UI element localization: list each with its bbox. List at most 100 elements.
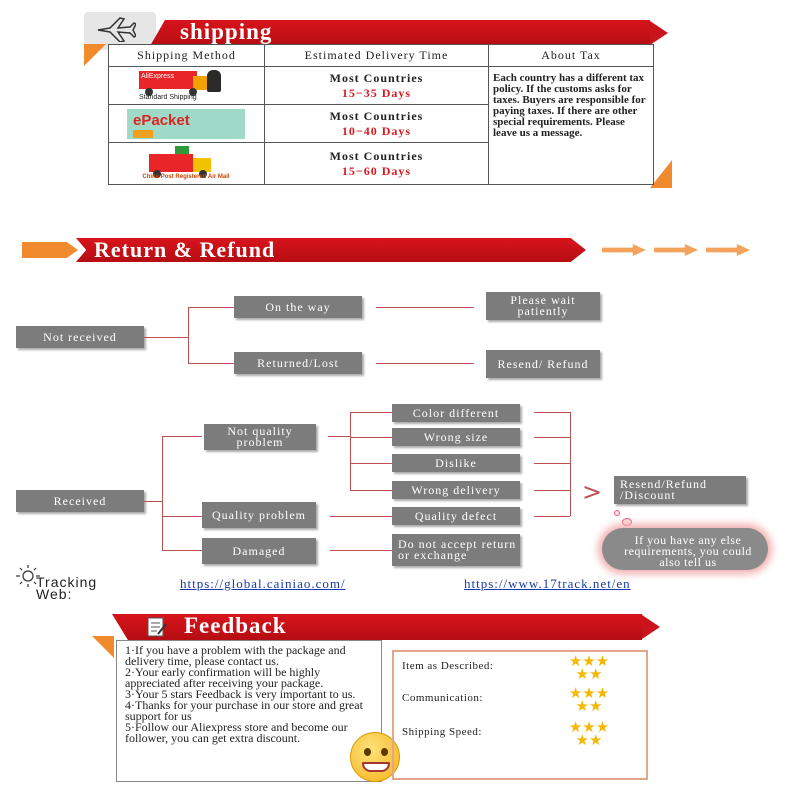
connector-line [350,437,392,438]
else-requirements-text: If you have any else requirements, you c… [624,533,752,569]
received-box: Received [16,490,144,512]
delivery-cell: Most Countries 10−40 Days [264,104,489,143]
china-post-icon [175,145,189,154]
thought-bubble [602,528,768,570]
delivery-cell: Most Countries 15−60 Days [264,142,489,185]
table-row: AliExpress Standard Shipping Most Countr… [108,66,654,185]
shipping-table: Shipping Method Estimated Delivery Time … [108,44,654,185]
delivery-days: 15−60 Days [341,163,412,178]
refund-banner: Return & Refund [76,238,586,262]
not-received-box: Not received [16,326,144,348]
feedback-item: 1·If you have a problem with the package… [125,643,346,668]
red-truck-icon [149,153,193,172]
thought-bubble-dot [622,518,632,526]
table-row: ePacket Most Countries 10−40 Days [108,104,654,143]
aliexpress-truck-icon: AliExpress [139,70,197,89]
connector-line [330,550,392,551]
notepad-icon [147,617,167,637]
returned-lost-box: Returned/Lost [234,352,362,374]
table-row: China Post Registered Air Mail Most Coun… [108,142,654,185]
connector-line [534,412,570,413]
connector-line [534,437,570,438]
five-star-rating-icon: ★★★★★ [568,686,610,715]
five-star-rating-icon: ★★★★★ [568,654,610,683]
damaged-box: Damaged [202,538,316,564]
resend-refund-discount-box: Resend/Refund /Discount [614,476,746,504]
connector-line [534,516,570,517]
smiley-emoji-icon [350,732,400,782]
wrong-size-box: Wrong size [392,428,520,446]
feedback-corner-left [92,636,114,658]
table-header: Shipping Method [108,44,265,67]
not-quality-problem-box: Not quality problem [204,424,316,450]
feedback-banner-tip [642,615,660,639]
refund-title: Return & Refund [94,237,276,262]
chevron-right-icon: > [582,478,603,506]
connector-line [162,436,202,437]
table-header-row: Shipping Method Estimated Delivery Time … [108,44,654,67]
17track-link[interactable]: https://www.17track.net/en [464,576,631,591]
delivery-cell: Most Countries 15−35 Days [264,66,489,105]
connector-line [350,412,351,490]
china-post-logo: China Post Registered Air Mail [108,142,265,185]
decorative-arrows [602,240,752,262]
airplane-icon [97,17,136,42]
dislike-box: Dislike [392,454,520,472]
feedback-item: 2·Your early confirmation will be highly… [125,665,324,690]
connector-line [162,436,163,550]
connector-line [188,307,189,363]
connector-line [350,463,392,464]
ratings-panel: Item as Described: ★★★★★ Communication: … [392,650,648,780]
quality-problem-box: Quality problem [202,502,316,528]
do-not-accept-box: Do not accept return or exchange [392,534,520,566]
table-header: Estimated Delivery Time [264,44,489,67]
standard-shipping-logo: AliExpress Standard Shipping [108,66,265,105]
thought-bubble-dot [614,510,620,516]
table-header: About Tax [488,44,654,67]
sun-icon [16,565,40,587]
connector-line [144,337,188,338]
feedback-notes: 1·If you have a problem with the package… [116,640,382,782]
connector-line [162,550,202,551]
tracking-label: Tracking Web: [36,574,98,602]
connector-line [534,490,570,491]
connector-line [376,307,474,308]
connector-line [330,516,392,517]
delivery-days: 15−35 Days [341,85,412,100]
five-star-rating-icon: ★★★★★ [568,720,610,749]
shipping-corner-left [84,44,106,66]
shipping-title: shipping [180,19,273,44]
feedback-item: 5·Follow our Aliexpress store and become… [125,720,348,745]
wrong-delivery-box: Wrong delivery [392,481,520,499]
please-wait-box: Please wait patiently [486,292,600,320]
connector-line [144,501,162,502]
delivery-days: 10−40 Days [341,123,412,138]
tax-info: Each country has a different tax policy.… [488,66,654,185]
cainiao-link[interactable]: https://global.cainiao.com/ [180,576,346,591]
quality-defect-box: Quality defect [392,507,520,525]
shipping-banner-tip [650,21,668,45]
rating-label: Item as Described: [402,660,494,672]
connector-line [350,490,392,491]
connector-line [162,516,202,517]
refund-banner-left-arrow [22,242,78,258]
feedback-item: 3·Your 5 stars Feedback is very importan… [125,687,356,701]
connector-line [570,412,571,516]
delivery-man-icon [207,69,221,92]
shipping-banner: shipping [150,20,650,46]
feedback-banner: Feedback [112,614,642,640]
feedback-title: Feedback [184,613,287,638]
connector-line [188,307,234,308]
resend-refund-box: Resend/ Refund [486,350,600,378]
on-the-way-box: On the way [234,296,362,318]
connector-line [188,363,234,364]
epacket-logo: ePacket [108,104,265,143]
connector-line [350,412,392,413]
connector-line [534,463,570,464]
feedback-item: 4·Thanks for your purchase in our store … [125,698,363,723]
epacket-text: ePacket [133,111,190,129]
color-different-box: Color different [392,404,520,422]
rating-label: Shipping Speed: [402,726,482,738]
rating-label: Communication: [402,692,483,704]
connector-line [376,363,474,364]
